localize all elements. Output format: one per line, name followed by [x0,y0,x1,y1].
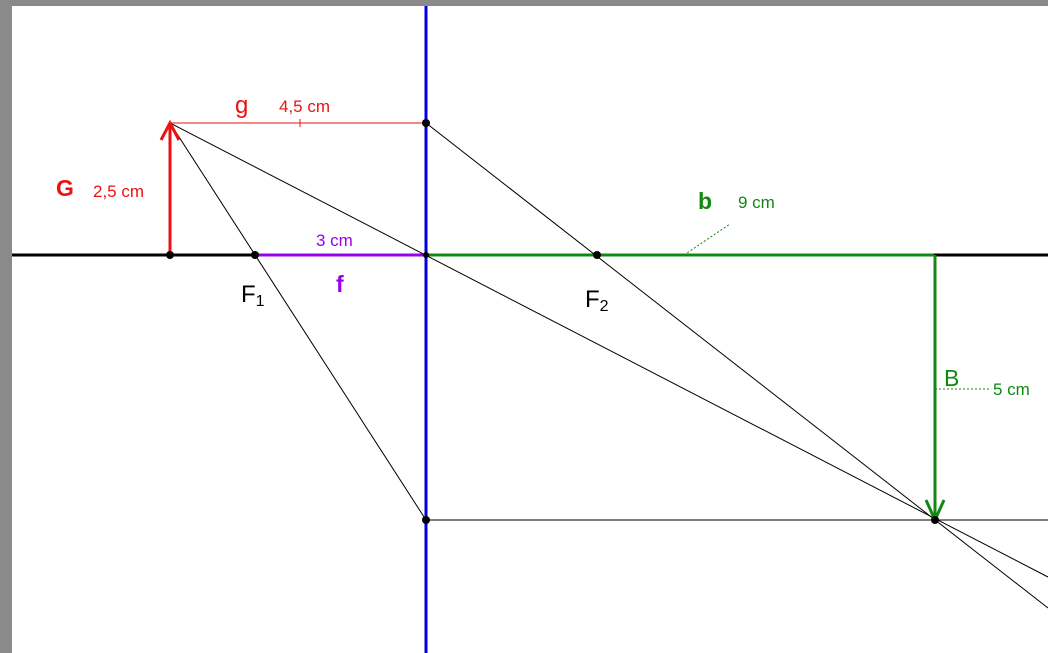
image-distance-symbol: b [698,188,712,214]
image-distance-leader [683,223,731,256]
focus-left-point [251,251,259,259]
image-arrow [924,255,946,524]
object-base-point [166,251,174,259]
image-tip-point [931,516,939,524]
image-size-value: 5 cm [993,380,1030,399]
object-symbol: G [56,175,74,201]
point-group [166,119,939,524]
object-size-value: 2,5 cm [93,182,144,201]
focus-right-label: F2 [585,286,609,315]
ray-group [169,122,1048,609]
image-distance-value: 9 cm [738,193,775,212]
object-distance-symbol: g [235,92,248,119]
lens-bottom-point [422,516,430,524]
central-ray [169,122,1048,578]
parallel-ray-refracted [425,122,1048,609]
object-arrow [159,119,181,255]
focus-right-point [593,251,601,259]
focus-left-label: F1 [241,281,265,310]
focal-length-symbol: f [336,271,344,297]
lens-top-point [422,119,430,127]
object-distance-value: 4,5 cm [279,97,330,116]
lens-construction-diagram: g 4,5 cm G 2,5 cm 3 cm f F1 F2 b 9 cm B … [12,6,1048,653]
image-symbol: B [944,365,959,391]
drawing-canvas[interactable]: g 4,5 cm G 2,5 cm 3 cm f F1 F2 b 9 cm B … [12,6,1048,653]
focal-ray-incoming [169,122,427,521]
lens-center-point [423,252,429,258]
focal-length-value: 3 cm [316,231,353,250]
